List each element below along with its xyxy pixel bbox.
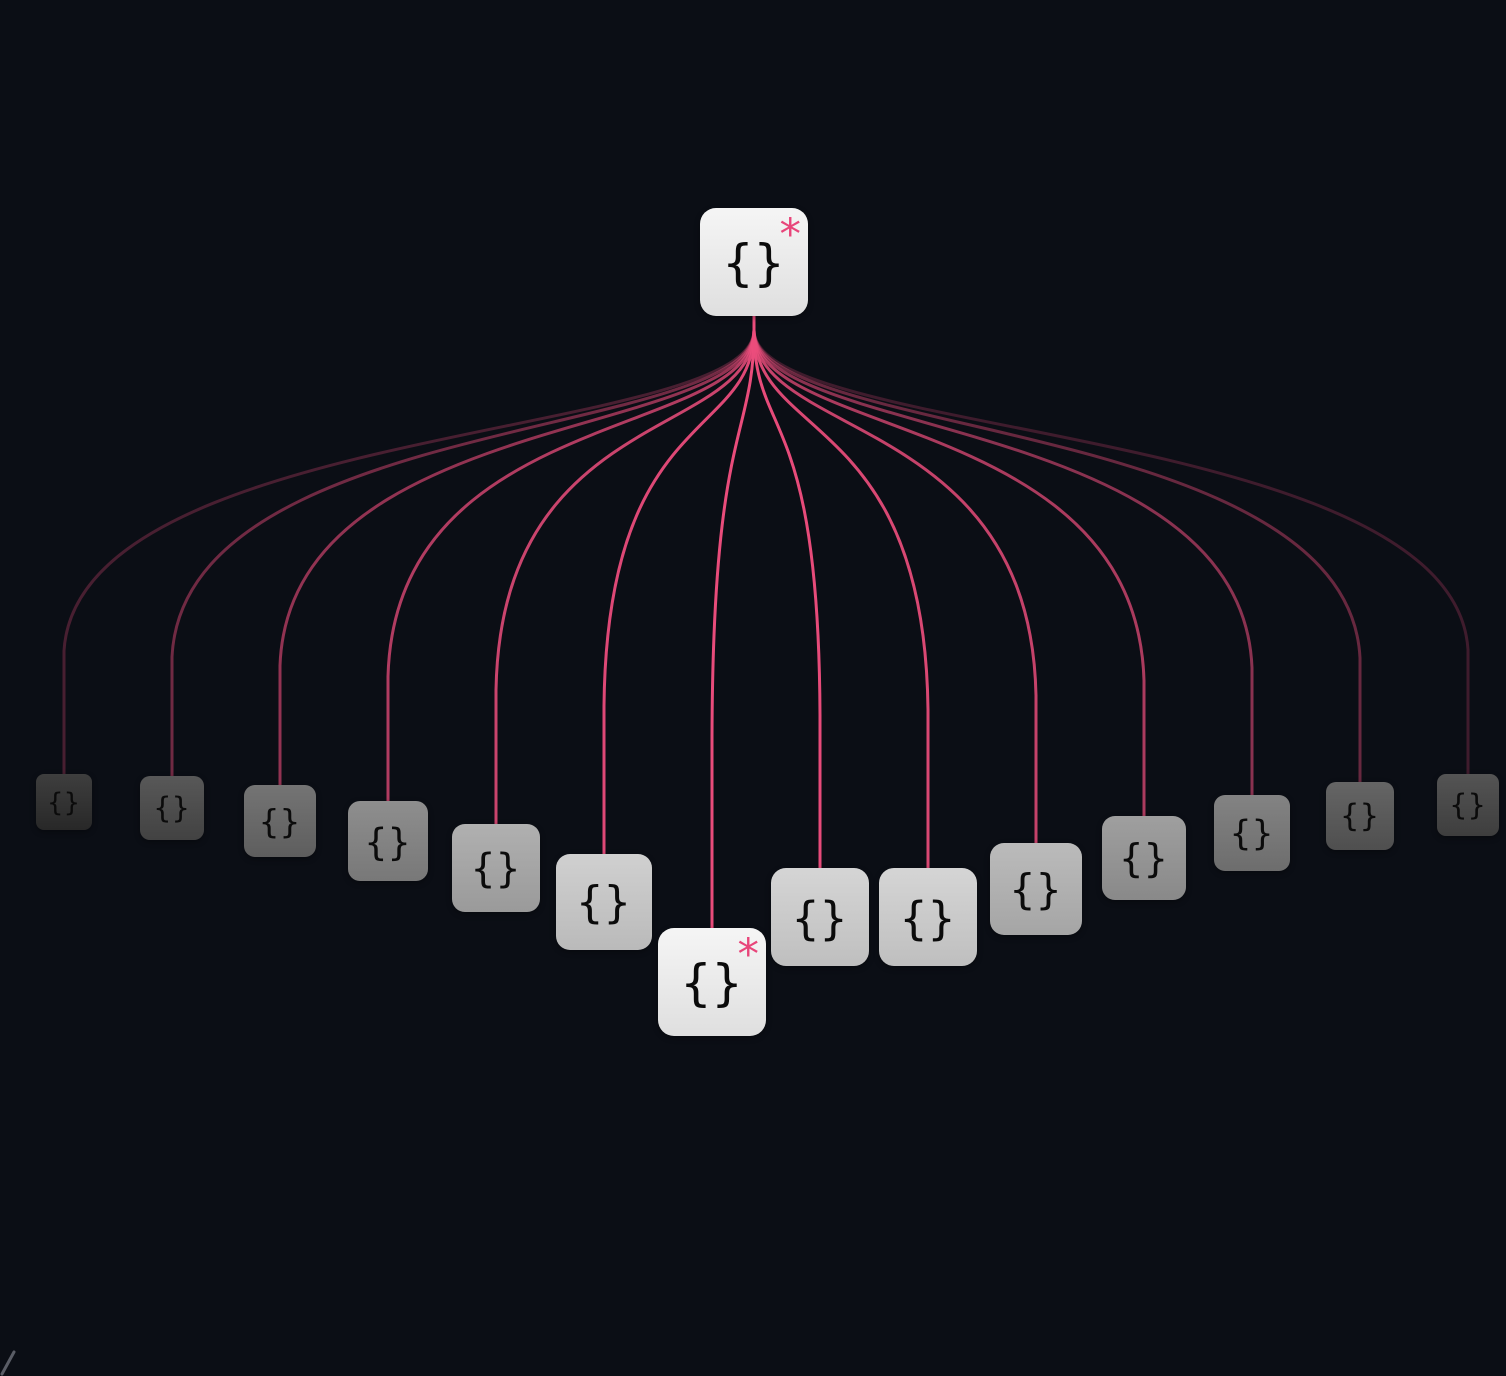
tree-edge — [752, 328, 1146, 818]
child-node-12[interactable]: {} — [1214, 795, 1290, 871]
corner-slash-icon — [0, 1350, 16, 1376]
modified-marker-icon: * — [779, 210, 802, 260]
child-node-4[interactable]: {} — [348, 801, 428, 881]
json-braces-icon: {} — [47, 787, 81, 818]
json-braces-icon: {} — [153, 791, 191, 825]
tree-edge — [752, 328, 930, 870]
json-braces-icon: {} — [470, 846, 522, 892]
tree-edge — [752, 328, 1254, 797]
json-braces-icon: {} — [364, 820, 412, 864]
json-braces-icon: {} — [259, 802, 301, 841]
root-node[interactable]: {}* — [700, 208, 808, 316]
child-node-8[interactable]: {} — [771, 868, 869, 966]
child-node-2[interactable]: {} — [140, 776, 204, 840]
child-node-1[interactable]: {} — [36, 774, 92, 830]
child-node-9[interactable]: {} — [879, 868, 977, 966]
child-node-5[interactable]: {} — [452, 824, 540, 912]
tree-edge — [752, 328, 1470, 776]
child-node-10[interactable]: {} — [990, 843, 1082, 935]
json-braces-icon: {} — [576, 877, 632, 928]
tree-edge — [752, 328, 822, 870]
modified-marker-icon: * — [737, 930, 760, 980]
json-braces-icon: {} — [722, 234, 786, 292]
json-braces-icon: {} — [1340, 798, 1380, 834]
tree-edge — [494, 328, 756, 826]
child-node-13[interactable]: {} — [1326, 782, 1394, 850]
child-node-14[interactable]: {} — [1437, 774, 1499, 836]
child-node-3[interactable]: {} — [244, 785, 316, 857]
json-braces-icon: {} — [1009, 865, 1063, 914]
tree-edge — [752, 328, 1362, 784]
tree-edge — [278, 328, 756, 787]
json-braces-icon: {} — [680, 954, 744, 1012]
child-node-7[interactable]: {}* — [658, 928, 766, 1036]
child-node-11[interactable]: {} — [1102, 816, 1186, 900]
tree-edge — [602, 328, 756, 856]
tree-edge — [170, 328, 756, 778]
tree-edge — [62, 328, 756, 776]
json-braces-icon: {} — [1229, 813, 1275, 854]
json-braces-icon: {} — [1119, 836, 1169, 882]
tree-edge — [710, 328, 756, 930]
json-braces-icon: {} — [1449, 788, 1487, 822]
json-braces-icon: {} — [899, 891, 957, 945]
tree-edge — [752, 328, 1038, 845]
child-node-6[interactable]: {} — [556, 854, 652, 950]
tree-edge — [386, 328, 756, 803]
json-braces-icon: {} — [791, 891, 849, 945]
